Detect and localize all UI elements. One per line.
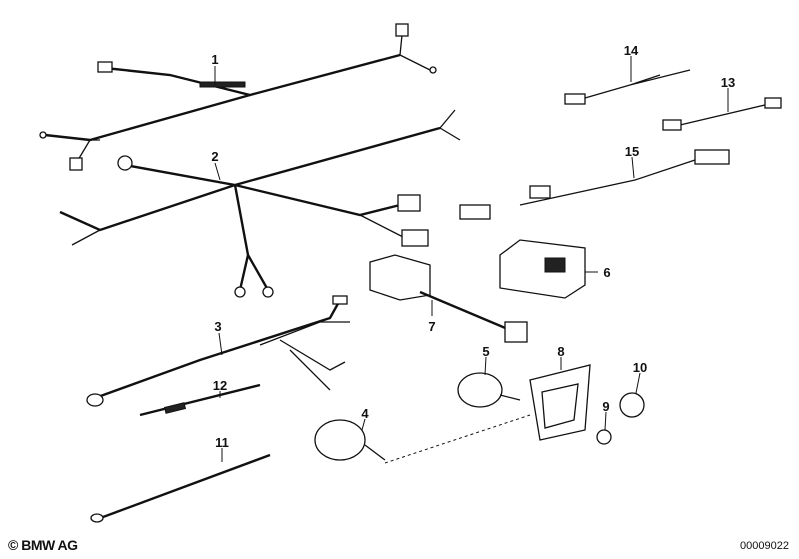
part-7-cable[interactable] [369, 254, 528, 343]
callout-3: 3 [214, 319, 221, 334]
part-15-wiring[interactable] [459, 149, 730, 220]
callouts: 1 2 3 4 5 6 7 8 9 10 11 12 13 14 15 [211, 43, 735, 462]
callout-11: 11 [215, 435, 229, 450]
part-11-ground-strap[interactable] [90, 453, 271, 523]
callout-15: 15 [625, 144, 639, 159]
part-9-nut[interactable] [596, 429, 612, 445]
callout-2: 2 [211, 149, 218, 164]
callout-9: 9 [602, 399, 609, 414]
callout-8: 8 [557, 344, 564, 359]
part-14-wiring[interactable] [564, 69, 691, 105]
part-3-wiring-harness[interactable] [86, 295, 350, 407]
callout-4: 4 [361, 406, 369, 421]
part-13-wiring[interactable] [662, 97, 782, 131]
callout-6: 6 [603, 265, 610, 280]
callout-14: 14 [624, 43, 639, 58]
part-4-switch[interactable] [314, 414, 531, 464]
part-8-trim-frame[interactable] [529, 364, 591, 441]
part-6-switch-module[interactable] [499, 239, 586, 299]
part-10-knob[interactable] [619, 392, 645, 418]
callout-12: 12 [213, 378, 227, 393]
copyright-label: © BMW AG [8, 537, 78, 553]
drawing-number: 00009022 [740, 540, 789, 552]
callout-10: 10 [633, 360, 647, 375]
callout-7: 7 [428, 319, 435, 334]
callout-13: 13 [721, 75, 735, 90]
callout-1: 1 [211, 52, 218, 67]
callout-5: 5 [482, 344, 489, 359]
part-1-wiring-harness[interactable] [39, 23, 437, 171]
part-2-wiring-harness[interactable] [59, 109, 461, 298]
part-12-ground-strap[interactable] [139, 383, 261, 417]
part-5-switch[interactable] [457, 372, 521, 408]
